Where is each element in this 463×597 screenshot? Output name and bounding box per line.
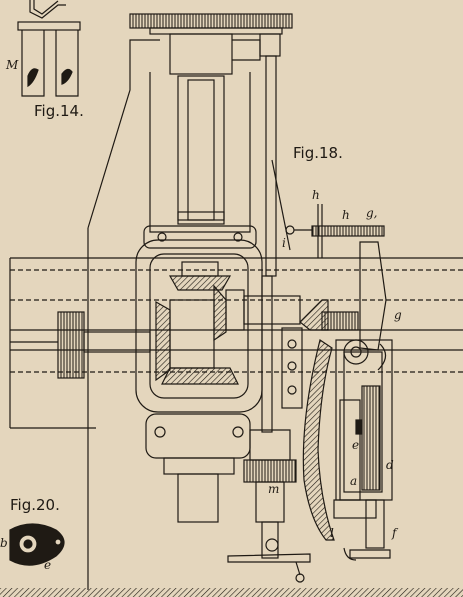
label-l: l <box>330 526 334 540</box>
label-a: a <box>350 474 358 488</box>
label-d: d <box>386 458 394 472</box>
label-g: g <box>394 308 402 322</box>
bottom-border <box>0 588 463 597</box>
label-fig20-b: b <box>0 536 8 550</box>
fig20-caption: Fig.20. <box>10 496 60 514</box>
fig14-caption: Fig.14. <box>34 102 84 120</box>
label-i: i <box>282 236 286 250</box>
fig20-drawing <box>9 523 65 566</box>
label-h-spring: h <box>342 208 350 222</box>
fig18-drawing <box>9 13 463 590</box>
label-M: M <box>6 58 19 72</box>
label-g1: g, <box>366 206 378 220</box>
label-h-top: h <box>312 188 320 202</box>
label-m: m <box>268 482 280 496</box>
label-f: f <box>392 526 397 540</box>
fig14-drawing <box>17 0 81 97</box>
label-fig20-e: e <box>44 558 52 572</box>
label-e: e <box>352 438 360 452</box>
fig18-caption: Fig.18. <box>293 144 343 162</box>
